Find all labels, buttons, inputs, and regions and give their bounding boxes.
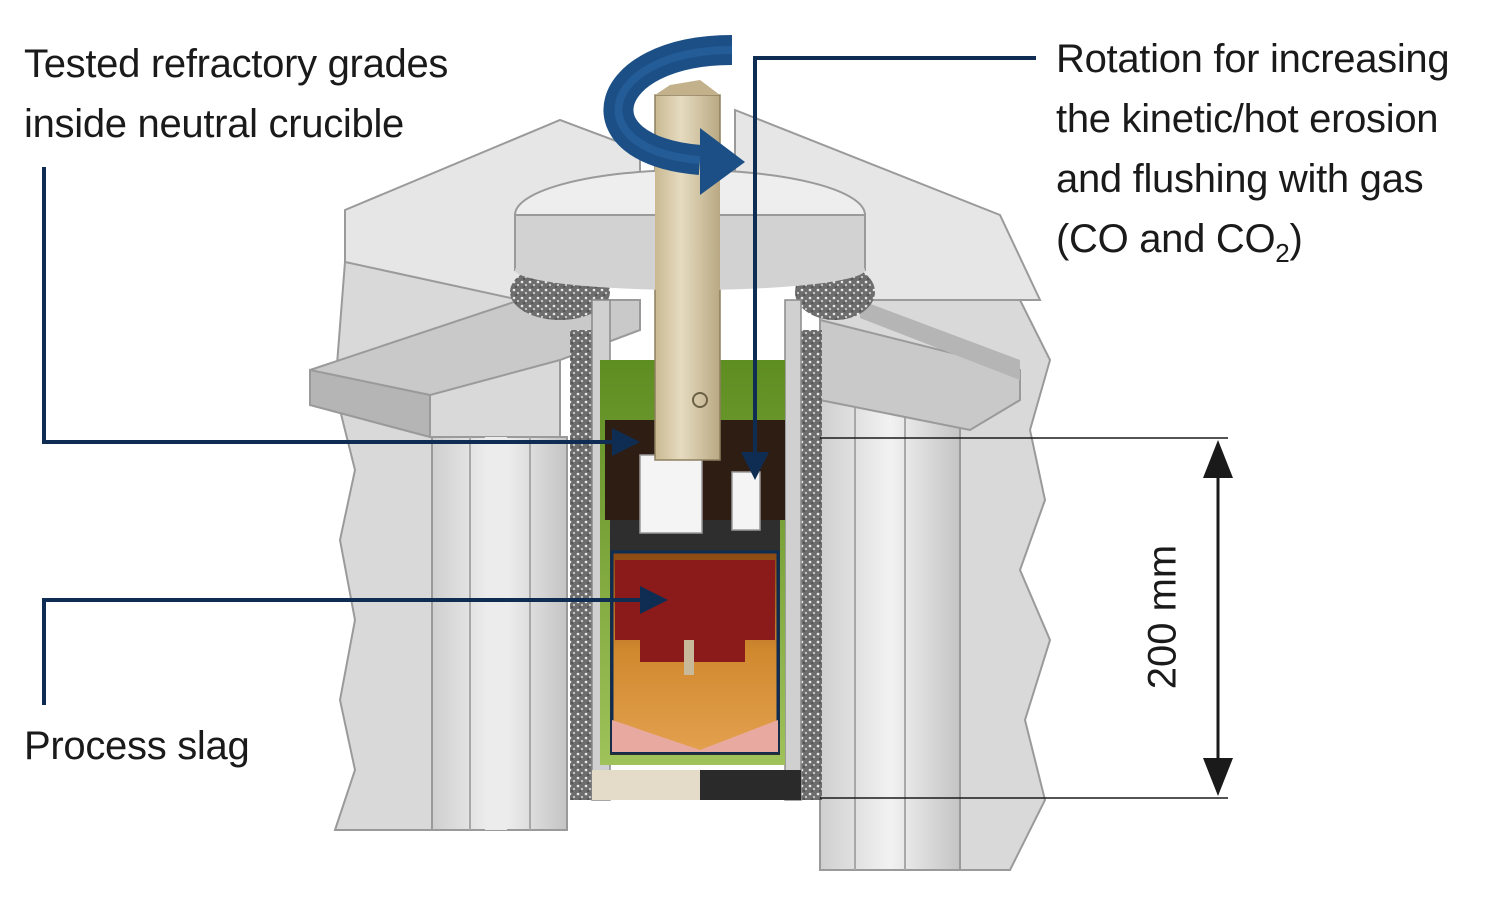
tested-refractory-label: Tested refractory grades inside neutral … (24, 34, 448, 154)
leader-tested-refractory (42, 167, 612, 444)
process-slag-label: Process slag (24, 716, 250, 776)
rotation-line-4-text: (CO and CO (1056, 217, 1276, 261)
dimension-label: 200 mm (1140, 544, 1185, 690)
tested-refractory-line-2: inside neutral crucible (24, 102, 404, 146)
leader-lines (42, 56, 1036, 705)
process-slag-text: Process slag (24, 724, 250, 768)
cylinder-wall-right (784, 299, 802, 801)
rotation-line-2: the kinetic/hot erosion (1056, 97, 1439, 141)
rotation-line-4: (CO and CO2) (1056, 209, 1449, 269)
dimension-indicator (820, 437, 1233, 799)
top-lid (514, 150, 866, 290)
insulation-right (800, 330, 822, 800)
insulation-left (570, 330, 592, 800)
dimension-arrow-icon (1203, 758, 1233, 796)
rotation-line-3: and flushing with gas (1056, 157, 1424, 201)
rotation-line-4-close: ) (1289, 217, 1303, 261)
leader-process-slag (42, 598, 650, 705)
leader-arrowheads (612, 428, 769, 614)
rotation-line-1: Rotation for increasing (1056, 37, 1450, 81)
tested-refractory-line-1: Tested refractory grades (24, 42, 449, 86)
rotation-arrow-icon (603, 35, 745, 195)
dimension-arrow-icon (1203, 440, 1233, 478)
leader-rotation (753, 56, 1036, 458)
rotation-label: Rotation for increasing the kinetic/hot … (1056, 29, 1450, 269)
slag-bottom (612, 720, 778, 752)
co2-subscript: 2 (1275, 238, 1290, 268)
